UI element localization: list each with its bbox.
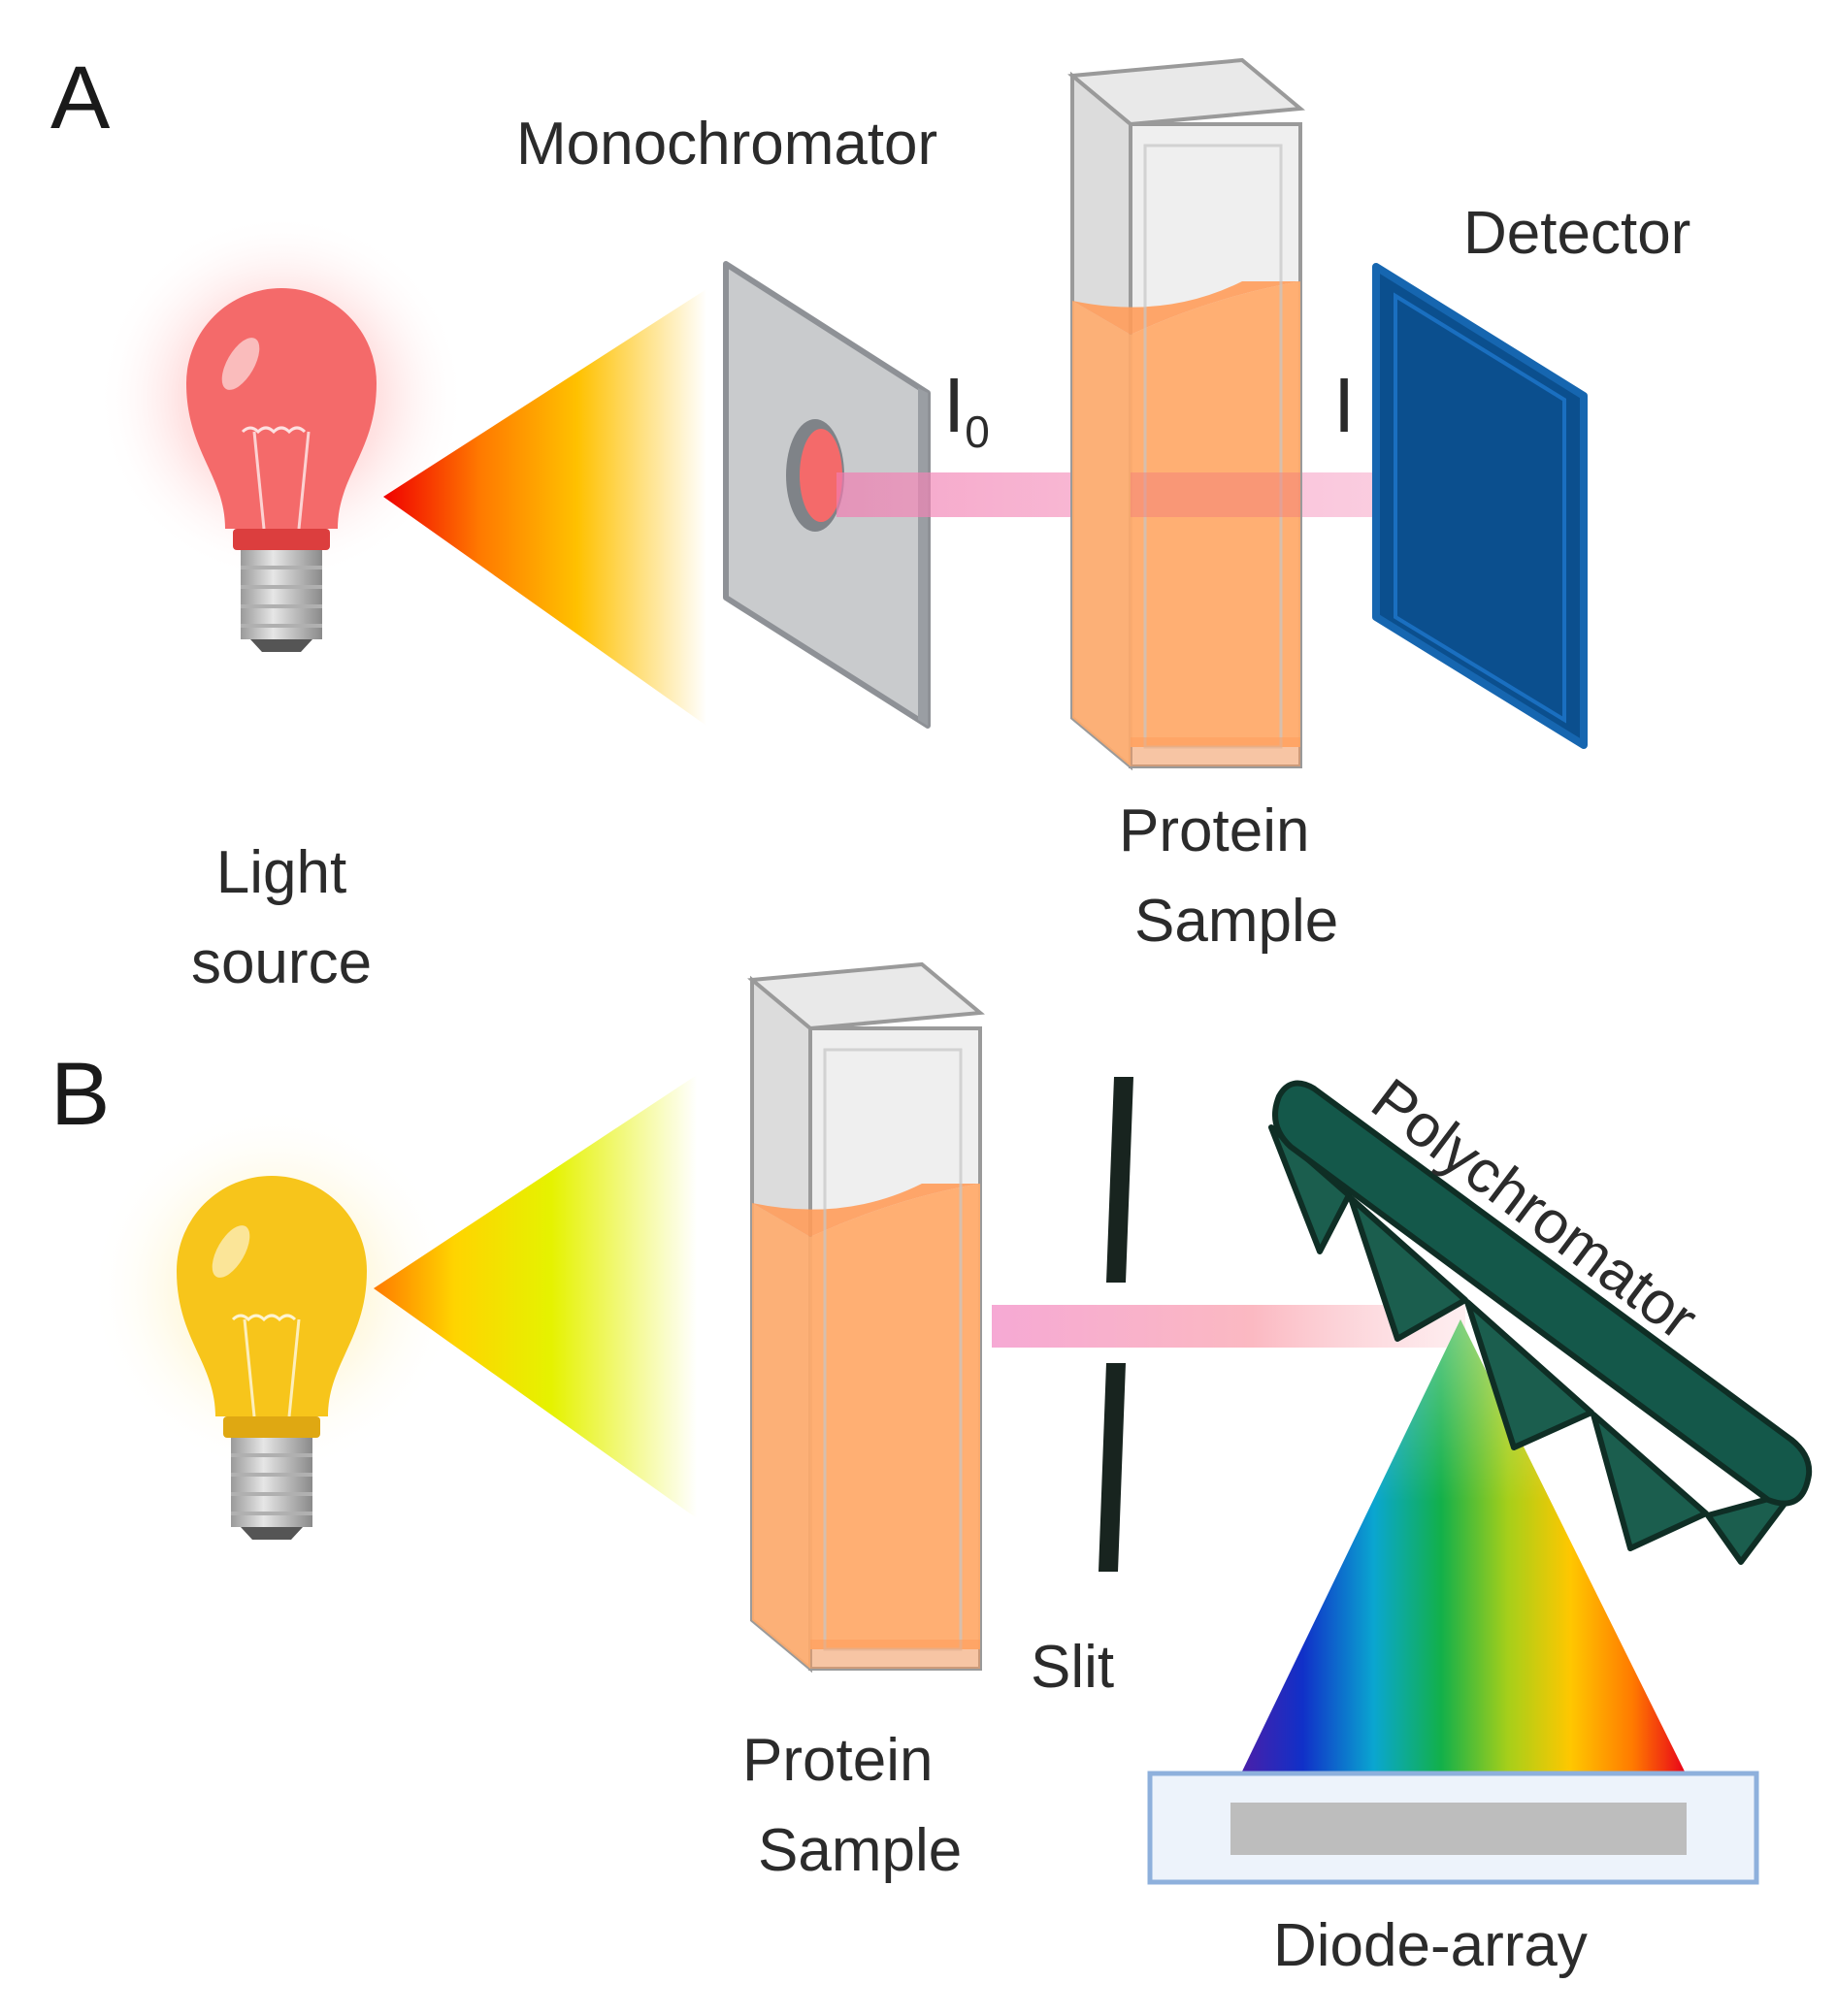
detector-label: Detector xyxy=(1463,200,1691,267)
panel-label-b: B xyxy=(50,1045,111,1144)
detector-panel xyxy=(1372,263,1588,749)
lightbulb-icon xyxy=(89,1106,458,1540)
incident-intensity-subscript: 0 xyxy=(965,406,990,458)
diode-array-label: Diode-array xyxy=(1273,1912,1588,1979)
light-source-label: Light source xyxy=(155,828,408,1008)
monochromator-label: Monochromator xyxy=(516,111,938,178)
dispersed-spectrum xyxy=(1240,1319,1687,1775)
protein-sample-label-b-line1: Protein xyxy=(742,1727,934,1794)
incident-intensity-symbol: I xyxy=(943,362,966,448)
diffraction-grating-icon xyxy=(1268,1080,1813,1565)
lightbulb-icon xyxy=(97,213,466,652)
panel-label-a: A xyxy=(50,49,111,147)
light-source-label-line1: Light xyxy=(215,839,347,906)
incident-intensity-label: I0 xyxy=(943,367,990,458)
light-source-label-line2: source xyxy=(190,929,373,996)
cuvette-icon xyxy=(747,961,985,1674)
protein-sample-label-b: Protein Sample xyxy=(723,1715,1053,1896)
transmitted-intensity-label: I xyxy=(1333,362,1356,448)
light-cone xyxy=(374,1075,697,1518)
protein-sample-label-b-line2: Sample xyxy=(758,1817,963,1884)
protein-sample-label-a: Protein Sample xyxy=(1097,786,1427,966)
slit xyxy=(1099,1077,1133,1572)
protein-sample-label-a-line1: Protein xyxy=(1119,797,1310,864)
light-beam-through-sample xyxy=(1131,472,1300,517)
slit-label: Slit xyxy=(1031,1634,1115,1701)
monochromator-plate xyxy=(723,261,931,729)
diode-array xyxy=(1147,1771,1759,1885)
protein-sample-label-a-line2: Sample xyxy=(1134,888,1339,955)
light-cone xyxy=(383,289,706,726)
cuvette-icon xyxy=(1067,57,1305,771)
